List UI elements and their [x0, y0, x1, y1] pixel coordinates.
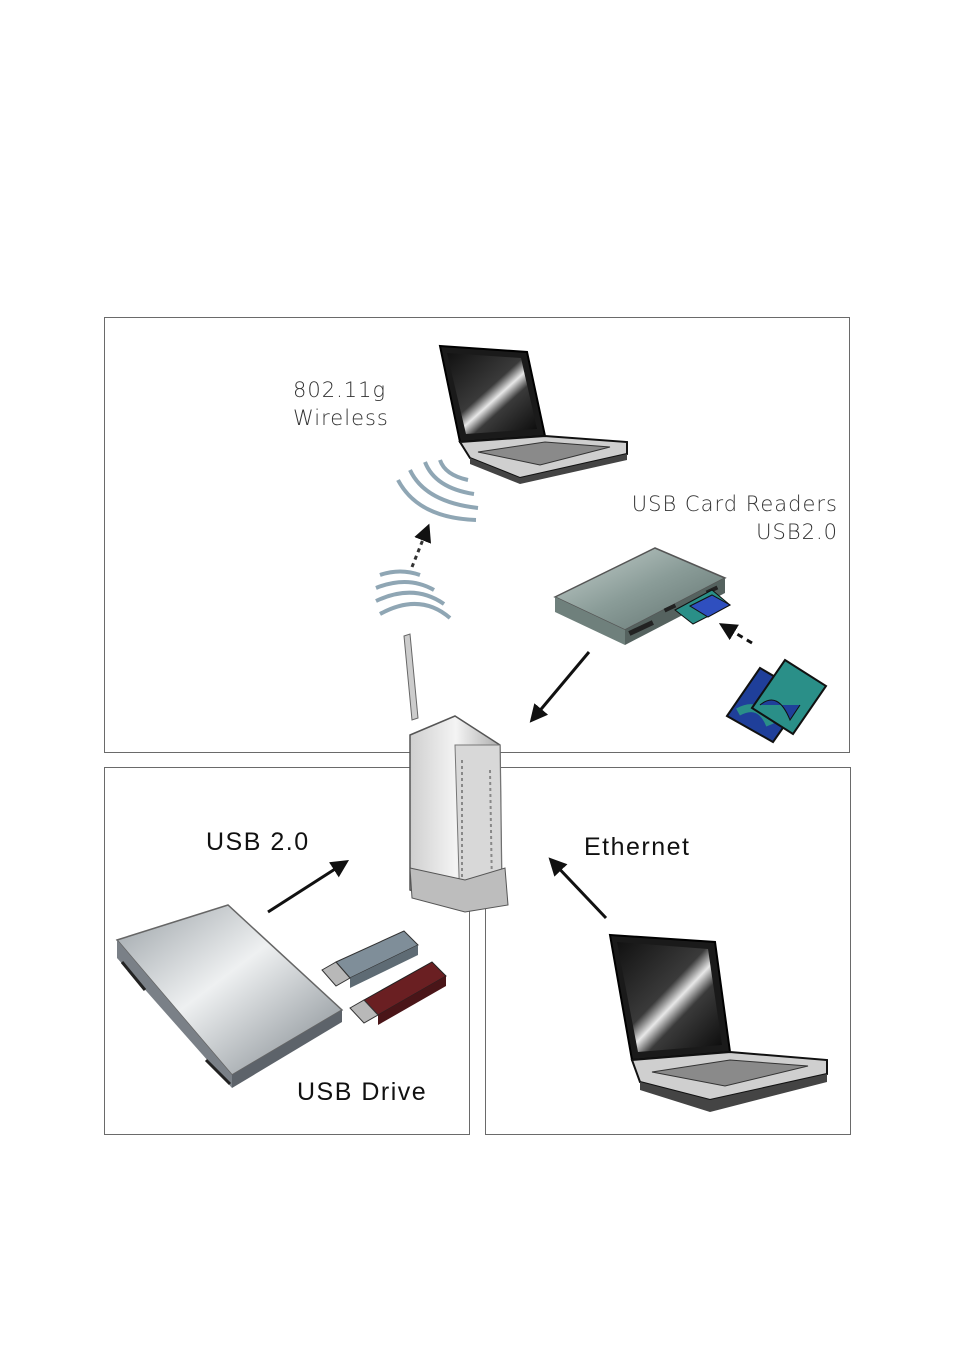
wireless-label: 802.11g Wireless [293, 376, 389, 432]
usb-link-arrow [268, 862, 346, 912]
wireless-link-arrow [412, 527, 428, 567]
card-readers-label-line2: USB2.0 [632, 518, 838, 546]
ethernet-label: Ethernet [584, 833, 691, 862]
card-reader-arrow [532, 652, 589, 720]
wireless-label-line1: 802.11g [293, 376, 389, 404]
wireless-label-line2: Wireless [293, 404, 389, 432]
card-readers-label: USB Card Readers USB2.0 [632, 490, 838, 546]
usb-drive-icon [117, 905, 342, 1088]
memory-cards-icon [727, 660, 826, 742]
ethernet-link-arrow [551, 860, 606, 918]
card-insert-arrow [722, 625, 752, 643]
wireless-signal-icon [376, 460, 478, 618]
laptop-wireless-icon [440, 346, 627, 484]
card-reader-icon [555, 548, 730, 645]
router-icon [404, 634, 508, 912]
card-readers-label-line1: USB Card Readers [632, 490, 838, 518]
usb-drive-label: USB Drive [297, 1078, 427, 1107]
laptop-ethernet-icon [610, 935, 827, 1112]
usb-label: USB 2.0 [206, 828, 310, 857]
